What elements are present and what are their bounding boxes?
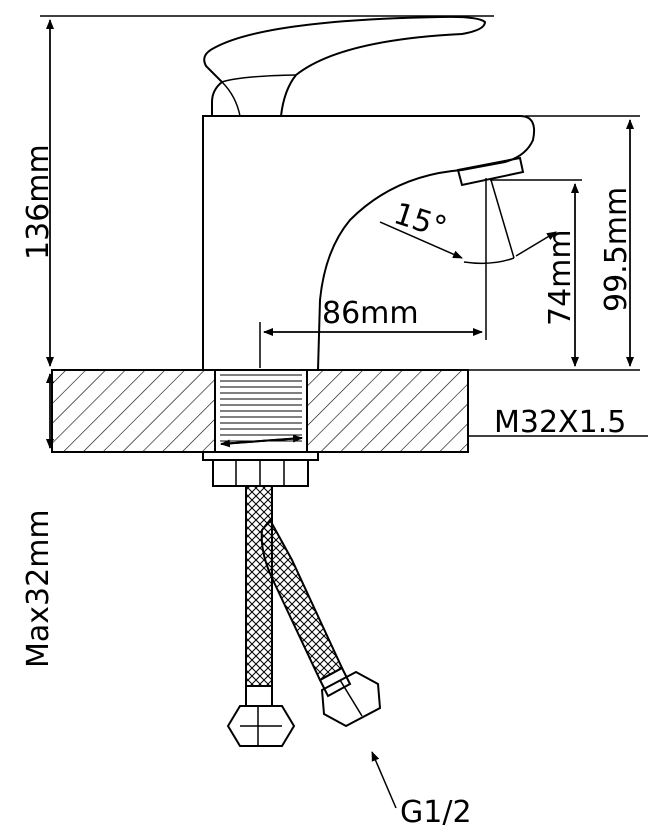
label-hose-connection: G1/2 bbox=[400, 795, 472, 830]
flexible-hose-right bbox=[260, 518, 382, 728]
flexible-hose-left bbox=[226, 485, 296, 747]
label-max-counter: Max32mm bbox=[21, 509, 56, 668]
dimension-max-counter: Max32mm bbox=[21, 373, 56, 668]
callout-hose-connection: G1/2 bbox=[371, 751, 472, 830]
label-reach: 86mm bbox=[322, 296, 419, 331]
dimension-reach: 86mm bbox=[259, 178, 487, 368]
mounting-nut bbox=[202, 451, 319, 487]
label-angle: 15° bbox=[390, 196, 451, 246]
dimension-body-height: 99.5mm bbox=[468, 115, 640, 371]
dimension-total-height: 136mm bbox=[21, 15, 494, 367]
label-height-total: 136mm bbox=[21, 144, 56, 260]
label-height-spout: 74mm bbox=[543, 229, 578, 326]
dimension-spout-height: 74mm bbox=[490, 179, 582, 367]
threaded-shank bbox=[214, 369, 308, 453]
label-height-body: 99.5mm bbox=[599, 187, 634, 312]
dimension-angle: 15° bbox=[379, 179, 557, 265]
lever-handle bbox=[203, 15, 487, 117]
faucet-body bbox=[202, 115, 536, 371]
label-thread: M32X1.5 bbox=[494, 405, 626, 440]
